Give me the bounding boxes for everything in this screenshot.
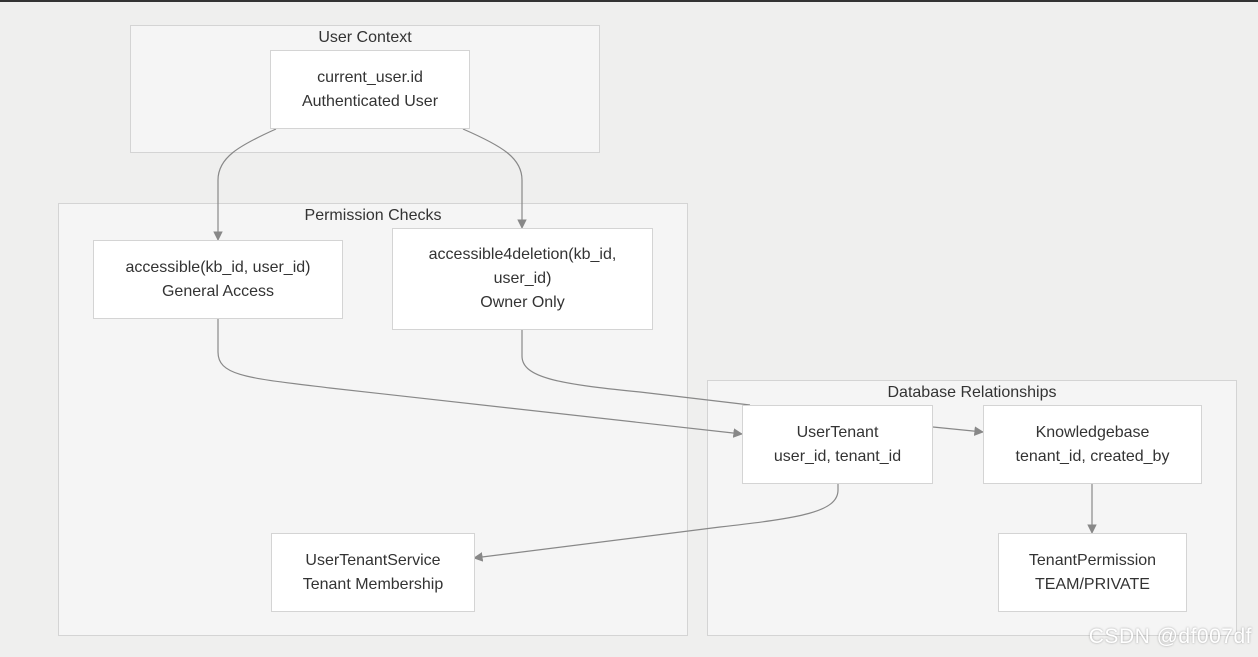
node-accessible-line2: General Access: [161, 282, 275, 300]
node-user-tenant-line2: user_id, tenant_id: [773, 447, 902, 465]
edge-current-user-to-accessible4deletion: [462, 128, 527, 229]
node-accessible4deletion-line1: accessible4deletion(kb_id,: [428, 246, 617, 263]
node-user-tenant-service-line1: UserTenantService: [305, 551, 441, 569]
node-user-tenant-service: UserTenantService Tenant Membership: [271, 533, 475, 612]
node-accessible4deletion-line2: user_id): [493, 270, 552, 287]
cluster-title-permission-checks: Permission Checks: [304, 207, 442, 224]
node-tenant-permission: TenantPermission TEAM/PRIVATE: [998, 533, 1187, 612]
node-tenant-permission-line2: TEAM/PRIVATE: [1035, 575, 1150, 593]
node-accessible: accessible(kb_id, user_id) General Acces…: [93, 240, 343, 319]
edge-user-tenant-to-user-tenant-service: [473, 484, 839, 562]
edge-current-user-to-accessible: [213, 128, 277, 241]
node-accessible4deletion: accessible4deletion(kb_id, user_id) Owne…: [392, 228, 653, 330]
node-accessible-line1: accessible(kb_id, user_id): [125, 258, 311, 276]
node-knowledgebase-line2: tenant_id, created_by: [1015, 447, 1170, 465]
edge-accessible4deletion-to-knowledgebase: [521, 330, 751, 406]
cluster-title-user-context: User Context: [318, 29, 412, 46]
node-user-tenant: UserTenant user_id, tenant_id: [742, 405, 933, 484]
node-current-user-line1: current_user.id: [317, 68, 423, 86]
node-current-user: current_user.id Authenticated User: [270, 50, 470, 129]
top-border: [0, 0, 1258, 2]
edge-user-tenant-to-knowledgebase: [932, 426, 984, 436]
node-knowledgebase-line1: Knowledgebase: [1035, 423, 1150, 441]
node-user-tenant-service-line2: Tenant Membership: [302, 575, 444, 593]
node-accessible4deletion-line3: Owner Only: [480, 294, 565, 311]
node-knowledgebase: Knowledgebase tenant_id, created_by: [983, 405, 1202, 484]
node-user-tenant-line1: UserTenant: [796, 423, 879, 441]
cluster-title-database-relationships: Database Relationships: [887, 384, 1057, 401]
node-current-user-line2: Authenticated User: [301, 92, 439, 110]
watermark: CSDN @df007df: [1088, 625, 1252, 648]
edge-accessible-to-user-tenant: [217, 318, 743, 438]
node-tenant-permission-line1: TenantPermission: [1028, 551, 1157, 569]
